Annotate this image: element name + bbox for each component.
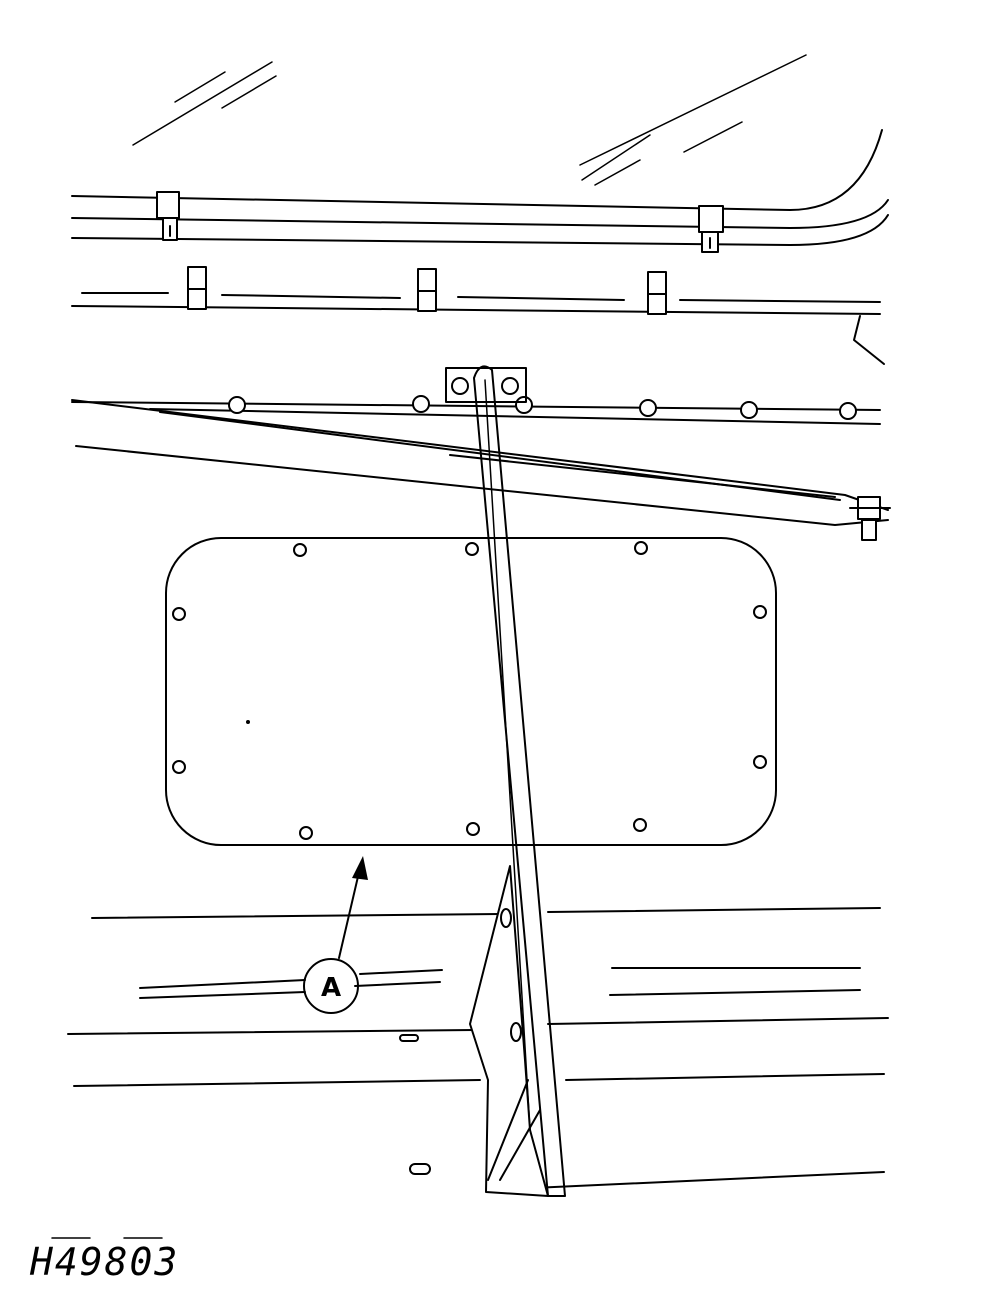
rail-bracket bbox=[187, 266, 667, 315]
window-frame-rail bbox=[71, 129, 889, 246]
rail-clip-left bbox=[156, 191, 180, 241]
window-glass-reflections bbox=[132, 54, 807, 186]
callout-a-label: A bbox=[321, 973, 341, 1003]
access-panel bbox=[165, 537, 777, 846]
floor-plate-lines bbox=[67, 907, 889, 1191]
brace-nut bbox=[849, 496, 891, 541]
rail-bolt bbox=[228, 395, 857, 420]
diagonal-brace bbox=[71, 399, 889, 526]
rail-clip-right bbox=[698, 205, 724, 253]
callout-a: A bbox=[303, 856, 368, 1014]
figure-id: H49803 bbox=[30, 1240, 180, 1284]
gusset-plate bbox=[469, 865, 549, 1197]
vertical-post bbox=[445, 365, 566, 1197]
